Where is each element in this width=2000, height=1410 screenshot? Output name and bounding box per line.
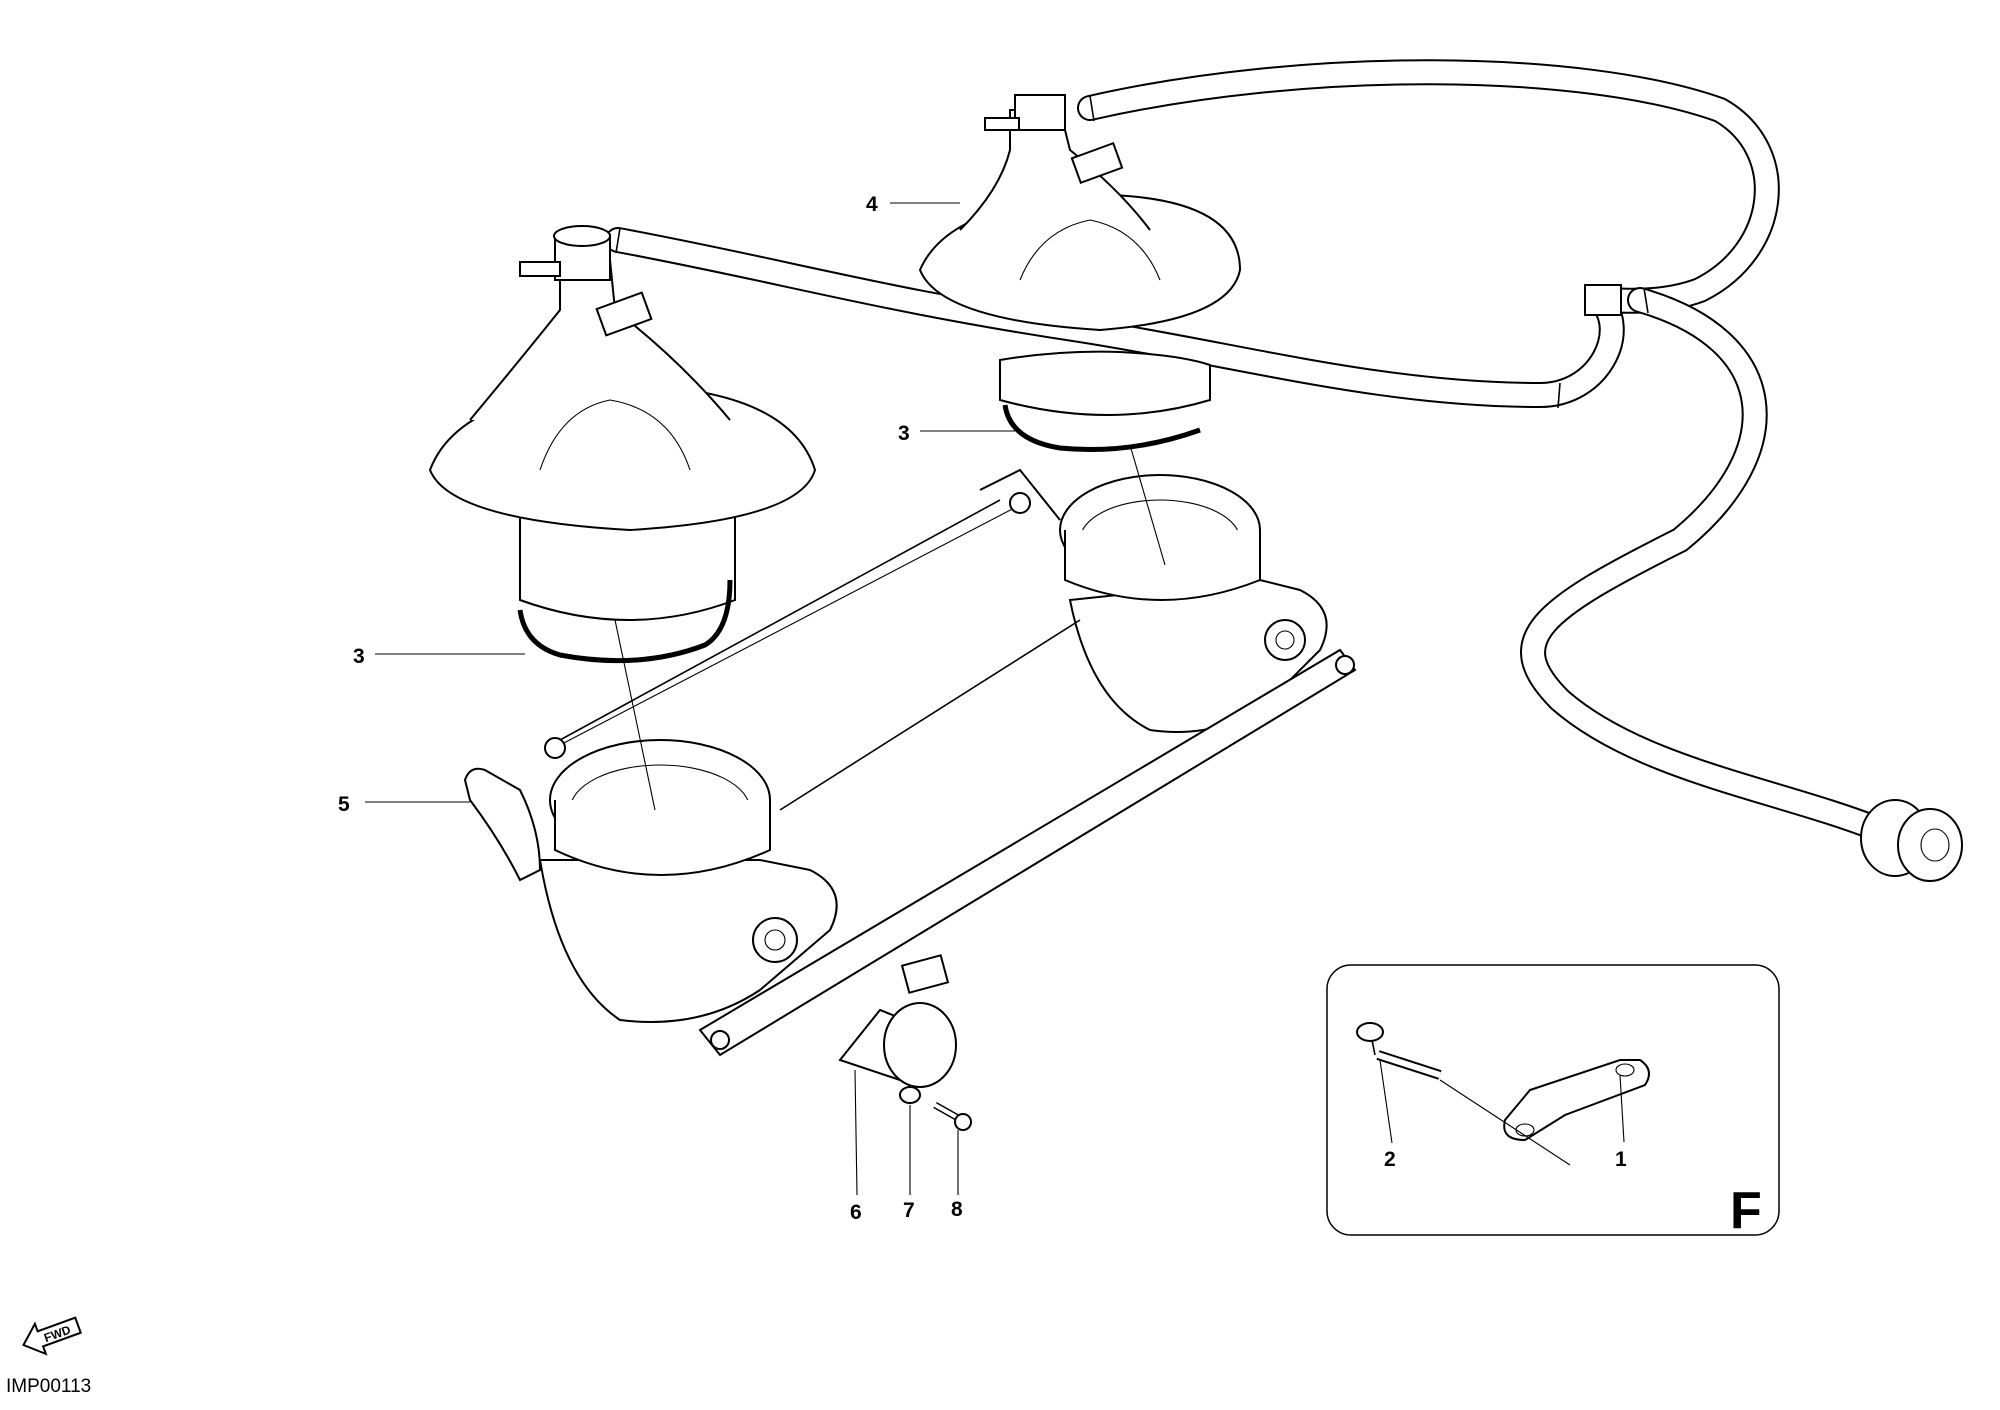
callout-3-right: 3: [898, 422, 910, 445]
detail-box: [1326, 964, 1780, 1236]
detail-letter: F: [1730, 1182, 1762, 1240]
throttle-lever: [463, 767, 542, 882]
callout-8: 8: [951, 1198, 963, 1221]
left-injector-funnel: [428, 225, 817, 621]
reference-code: IMP00113: [6, 1376, 92, 1397]
callout-3-left: 3: [353, 645, 365, 668]
left-o-ring: [517, 579, 733, 664]
throttle-position-sensor: [838, 954, 957, 1088]
hose-quick-connector: [1860, 799, 1963, 882]
leader-lines: [365, 202, 1625, 1196]
callout-6: 6: [850, 1201, 862, 1224]
throttle-linkage: [544, 468, 1357, 1057]
left-throttle-body: [538, 739, 838, 1023]
fwd-arrow-icon: FWD: [22, 1316, 82, 1356]
callout-1: 1: [1615, 1148, 1627, 1171]
callout-7: 7: [903, 1199, 915, 1222]
callout-2: 2: [1384, 1148, 1396, 1171]
callout-4: 4: [866, 193, 878, 216]
right-o-ring: [1002, 404, 1201, 452]
right-injector-funnel: [918, 94, 1242, 416]
fuel-hose: [605, 59, 1893, 843]
washer: [899, 1086, 921, 1104]
right-throttle-body: [1059, 474, 1328, 733]
sensor-screw: [933, 1101, 972, 1131]
callout-5: 5: [338, 793, 350, 816]
